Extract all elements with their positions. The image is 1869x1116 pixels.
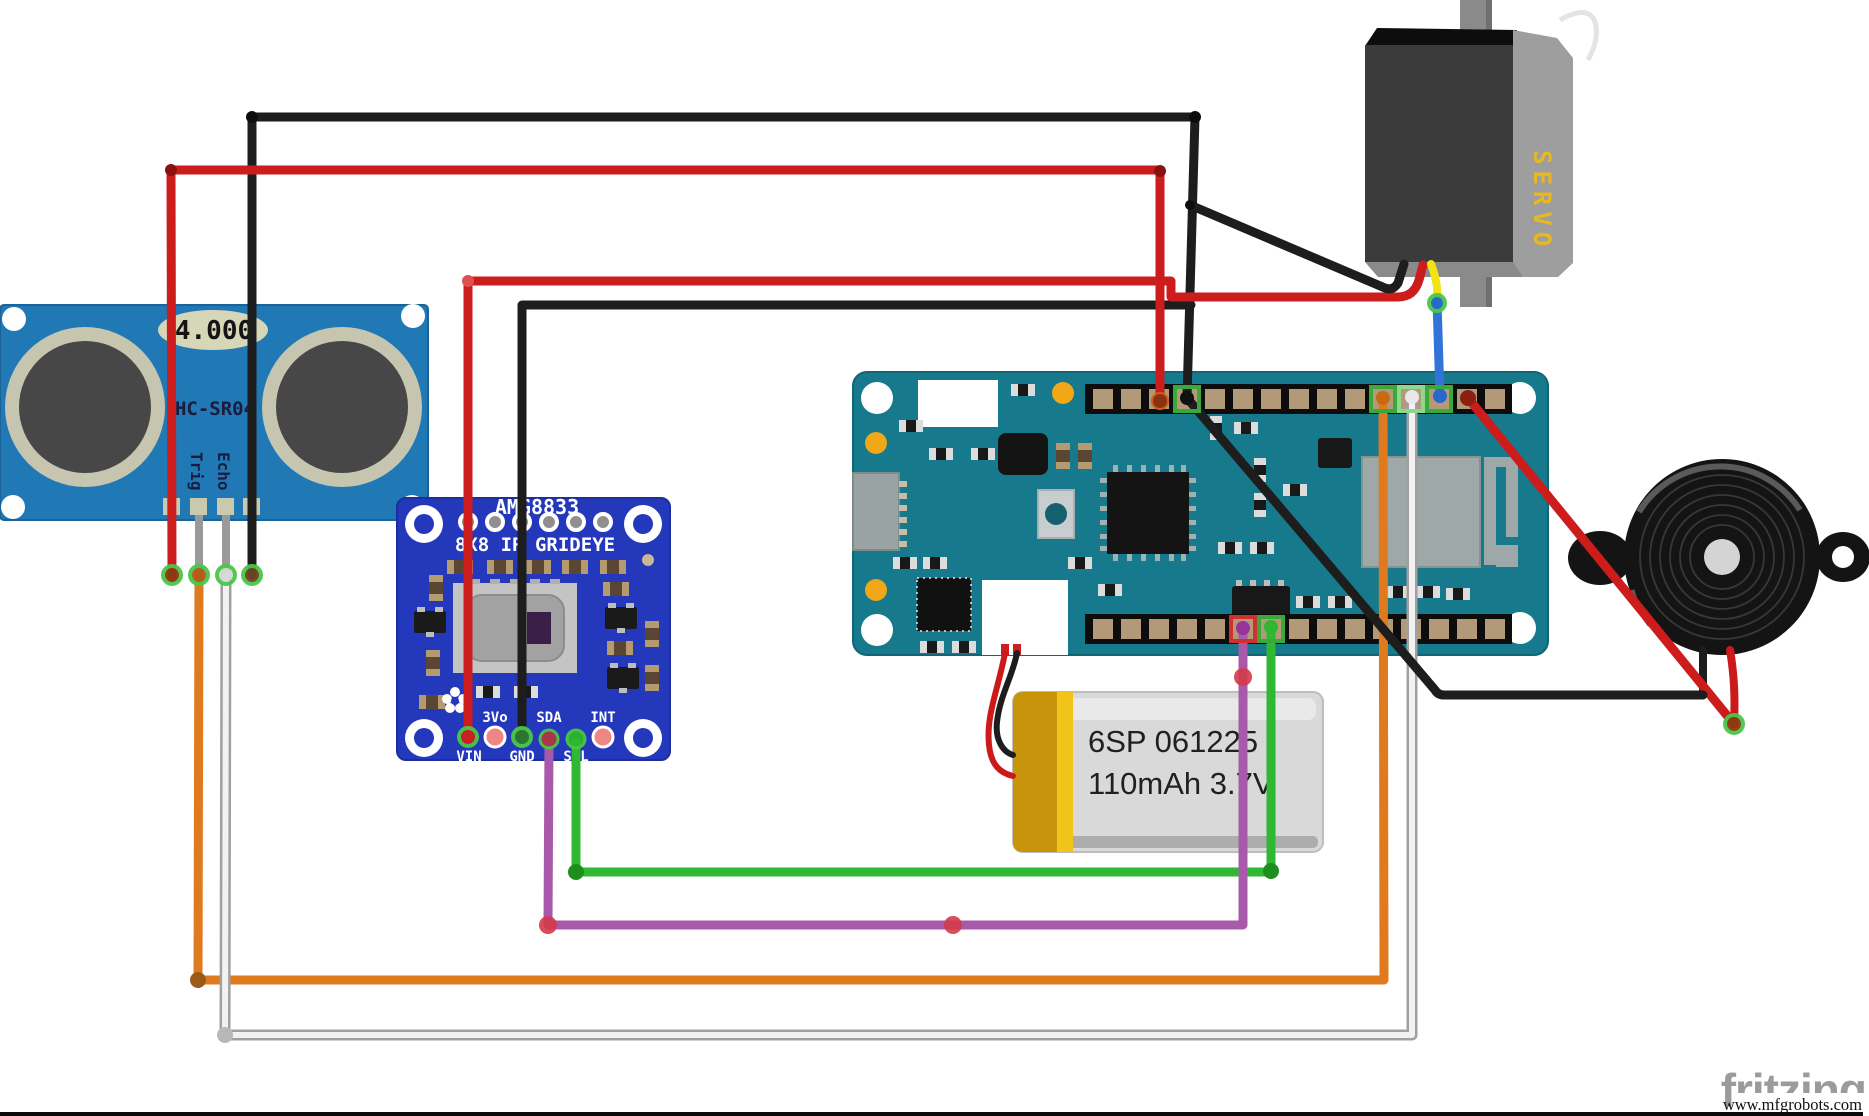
wire-gnd-hcsr04-black[interactable] (247, 112, 1200, 580)
buzzer-rim-highlight (1636, 463, 1803, 514)
ultrasonic-transducer-left (5, 327, 165, 487)
amg8833-thermal-sensor (453, 579, 577, 673)
wire-gnd-amg8833-black[interactable] (517, 300, 1196, 742)
amg8833-label-int: INT (590, 710, 615, 726)
trig-pin-label: Trig (187, 452, 206, 491)
amg8833-pin-3vo[interactable] (483, 725, 507, 749)
battery-terminal-pos (1001, 644, 1009, 656)
mkr-leds (865, 382, 1074, 601)
battery-lead-black[interactable] (993, 650, 1020, 758)
ultrasonic-transducer-right (262, 327, 422, 487)
hcsr04-hole (1, 495, 25, 519)
wire-buzzer-black[interactable] (1182, 393, 1708, 700)
battery-model-label: 6SP 061225 (1088, 724, 1258, 759)
crystal-frequency-label: 4.000 (175, 316, 253, 346)
bottom-border-line (0, 1112, 1863, 1116)
battery-gold-wrap (1013, 692, 1057, 852)
amg8833-label-vin: VIN (456, 749, 481, 765)
echo-pin-label: Echo (214, 452, 233, 491)
amg8833-subtitle: 8X8 IR GRIDEYE (455, 534, 615, 556)
wire-servo-gnd-black[interactable] (1185, 200, 1409, 294)
crystal-oscillator: 4.000 (158, 310, 268, 350)
connection-points (161, 111, 1745, 1043)
amg8833-label-3vo: 3Vo (482, 710, 507, 726)
amg8833-smd-components (414, 554, 659, 709)
battery-gold-stripe (1057, 692, 1073, 852)
hcsr04-pin-trig[interactable] (190, 498, 207, 515)
mkr-hole (861, 614, 893, 646)
buzzer-center (1704, 539, 1740, 575)
site-credit-bg (1733, 1093, 1865, 1114)
soic-chip (1232, 580, 1290, 620)
mcu-chip (1100, 465, 1196, 561)
usb-port[interactable] (852, 472, 907, 551)
buzzer-grooves (1639, 474, 1805, 640)
mkr-smd-components (893, 384, 1470, 653)
mkr-hole (861, 382, 893, 414)
wire-servo-signal-blue[interactable] (1432, 297, 1445, 401)
amg8833-label-gnd: GND (509, 749, 534, 765)
lipo-battery[interactable]: 6SP 061225 110mAh 3.7V (1012, 691, 1324, 853)
buzzer-ear-hole (1832, 546, 1854, 568)
mkr-label-area2 (982, 580, 1068, 655)
servo-side-panel (1513, 30, 1573, 277)
wires[interactable] (166, 112, 1739, 1041)
hcsr04-name-label: HC-SR04 (175, 398, 255, 420)
reset-button[interactable] (1037, 489, 1075, 539)
wire-scl-green[interactable] (571, 622, 1276, 877)
amg8833-label-sda: SDA (536, 710, 562, 726)
wire-trig-orange[interactable] (193, 393, 1389, 985)
amg8833-ir-sensor[interactable]: AMG8833 8X8 IR GRIDEYE (396, 495, 671, 765)
hcsr04-hole (2, 307, 26, 331)
amg8833-title: AMG8833 (495, 495, 579, 519)
piezo-buzzer[interactable] (1568, 459, 1869, 655)
echo-pin-lead (222, 515, 230, 575)
wire-buzzer-red[interactable] (1463, 393, 1739, 729)
wire-vin-servo-red[interactable] (463, 260, 1428, 742)
buzzer-lead-red[interactable] (1726, 646, 1739, 726)
adafruit-logo (442, 687, 468, 713)
wire-sda-purple[interactable] (543, 623, 1248, 930)
mkr-label-area (918, 380, 998, 427)
servo-top-face (1365, 28, 1517, 46)
crypto-chip (916, 577, 972, 632)
site-credit: www.mfgrobots.com (1723, 1095, 1862, 1114)
trig-pin-lead (195, 515, 203, 575)
servo-label: SERVO (1528, 150, 1556, 252)
mkr-chip-small (998, 433, 1048, 475)
hcsr04-hole (401, 304, 425, 328)
servo-bottom-face (1365, 262, 1523, 277)
wire-echo-white[interactable] (222, 394, 1415, 1038)
hcsr04-pin-echo[interactable] (217, 498, 234, 515)
servo-motor[interactable]: SERVO (1365, 0, 1603, 307)
mkr-header-bottom[interactable] (1085, 614, 1512, 644)
battery-lead-red[interactable] (985, 650, 1016, 779)
servo-body[interactable] (1365, 45, 1513, 262)
amg8833-mounting-holes (405, 505, 662, 757)
hcsr04-ultrasonic-sensor[interactable]: 4.000 HC-SR04 Trig Echo (0, 304, 429, 575)
amg8833-pin-int[interactable] (591, 725, 615, 749)
